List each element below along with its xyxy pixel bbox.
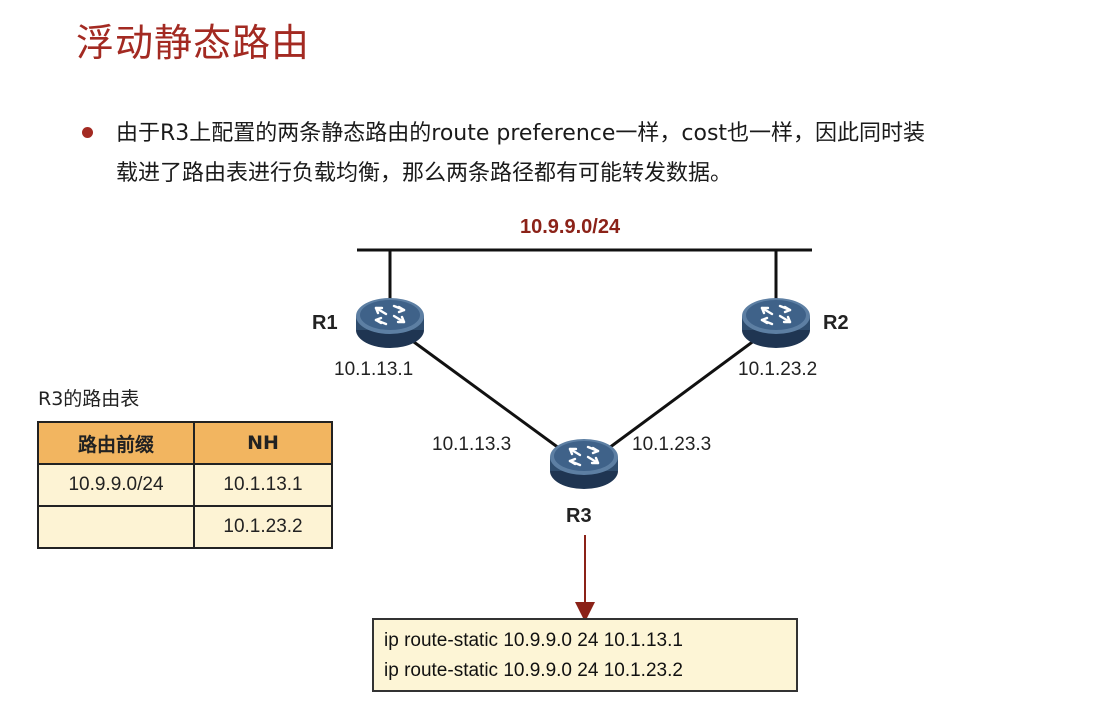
- bullet-icon: [82, 127, 93, 138]
- router-r1-icon: [354, 296, 426, 350]
- router-r2-icon: [740, 296, 812, 350]
- cell-prefix: 10.9.9.0/24: [37, 463, 195, 507]
- r3-label: R3: [566, 505, 592, 527]
- r3-left-ip-label: 10.1.13.3: [432, 434, 512, 455]
- table-row: 10.1.23.2: [37, 505, 333, 549]
- command-line: ip route-static 10.9.9.0 24 10.1.13.1: [384, 630, 683, 651]
- command-line: ip route-static 10.9.9.0 24 10.1.23.2: [384, 660, 683, 681]
- link-r1-r3: [391, 324, 579, 464]
- cell-nh: 10.1.23.2: [193, 505, 333, 549]
- r2-ip-label: 10.1.23.2: [738, 359, 818, 380]
- network-label: 10.9.9.0/24: [520, 216, 621, 238]
- routing-table: 路由前缀 NH 10.9.9.0/24 10.1.13.1 10.1.23.2: [37, 421, 333, 549]
- r3-right-ip-label: 10.1.23.3: [632, 434, 712, 455]
- link-r2-r3: [589, 324, 775, 464]
- slide-title: 浮动静态路由: [76, 21, 311, 65]
- config-commands-box: ip route-static 10.9.9.0 24 10.1.13.1 ip…: [372, 618, 798, 692]
- bullet-line-1: 由于R3上配置的两条静态路由的route preference一样，cost也一…: [116, 121, 926, 146]
- routing-table-header: 路由前缀 NH: [37, 421, 333, 465]
- bullet-text: 由于R3上配置的两条静态路由的route preference一样，cost也一…: [116, 114, 1076, 194]
- cell-prefix: [37, 505, 195, 549]
- header-prefix: 路由前缀: [37, 421, 195, 465]
- cell-nh: 10.1.13.1: [193, 463, 333, 507]
- r2-label: R2: [823, 312, 849, 334]
- routing-table-caption: R3的路由表: [38, 388, 140, 410]
- r1-ip-label: 10.1.13.1: [334, 359, 414, 380]
- table-row: 10.9.9.0/24 10.1.13.1: [37, 463, 333, 507]
- router-r3-icon: [548, 437, 620, 491]
- header-nh: NH: [193, 421, 333, 465]
- bullet-line-2: 载进了路由表进行负载均衡，那么两条路径都有可能转发数据。: [116, 161, 733, 186]
- r1-label: R1: [312, 312, 338, 334]
